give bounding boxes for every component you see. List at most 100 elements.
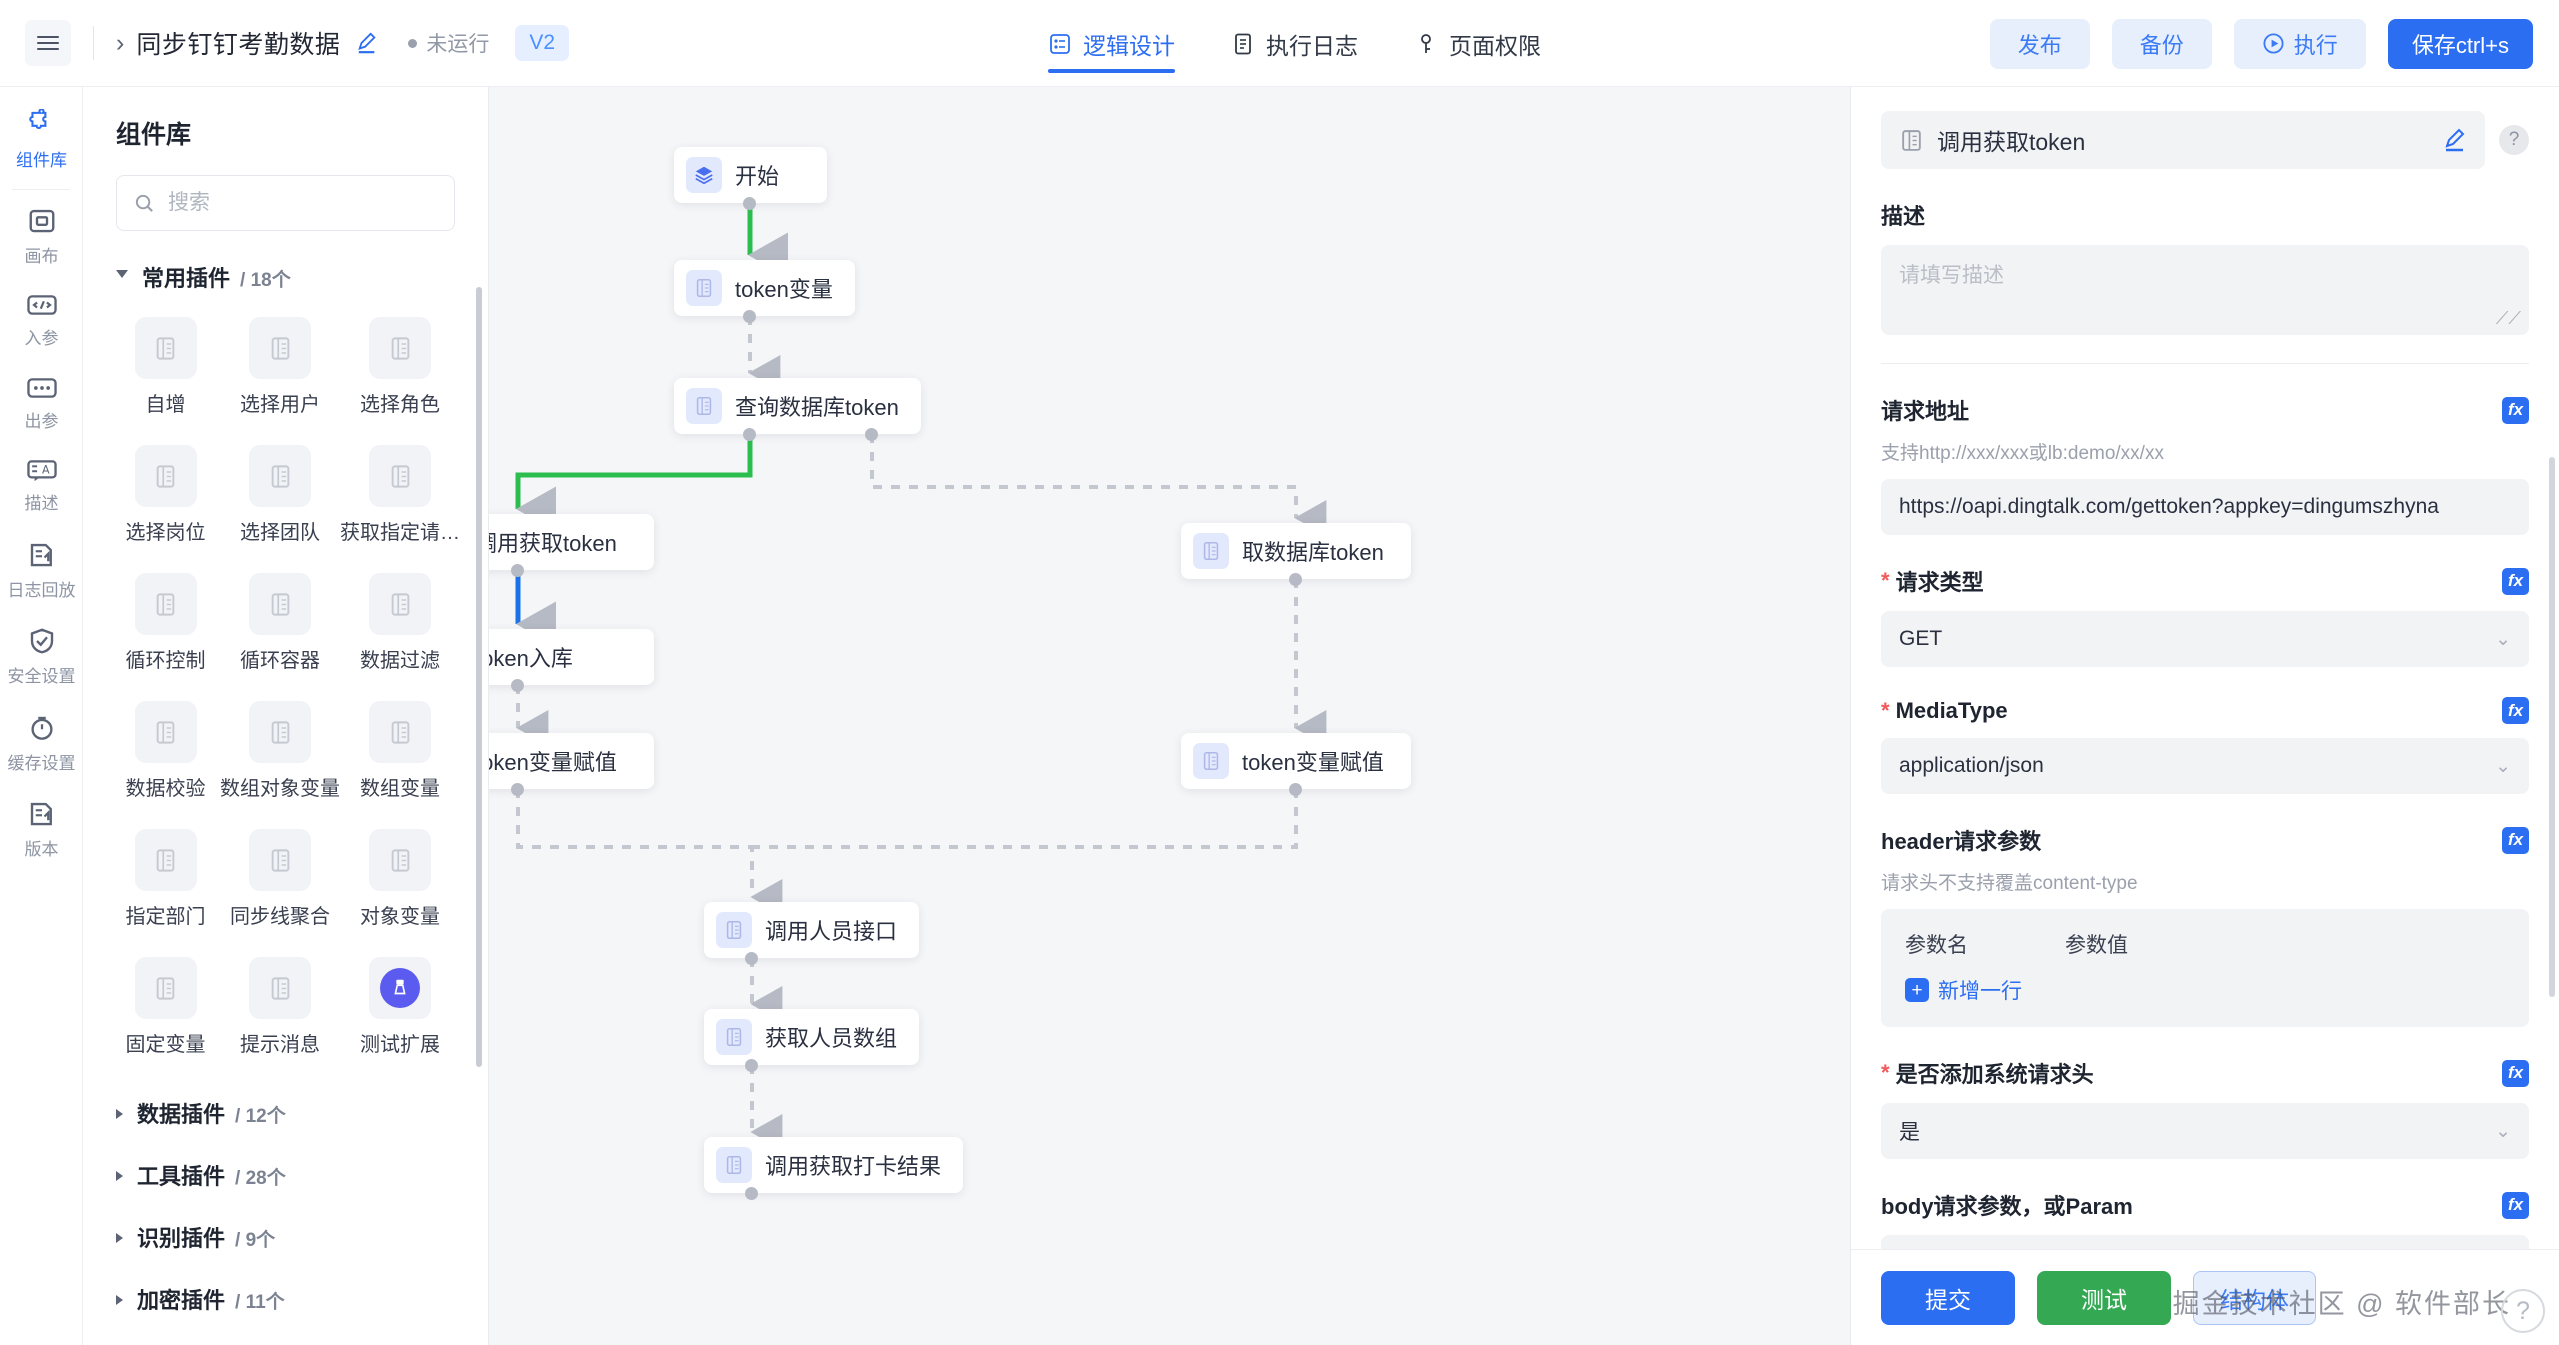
node-port[interactable]	[745, 1187, 758, 1200]
flow-node-callapi[interactable]: 调用人员接口	[704, 902, 920, 958]
flow-node-callget[interactable]: 调用获取token	[489, 514, 654, 570]
plugin-item[interactable]: 数据校验	[111, 691, 220, 811]
flow-node-getdb[interactable]: 取数据库token	[1181, 523, 1411, 579]
question-mark-icon[interactable]: ?	[2501, 1289, 2545, 1333]
sidebar-item-security-settings[interactable]: 安全设置	[0, 612, 83, 699]
structure-button[interactable]: 结构体	[2193, 1270, 2316, 1325]
fx-icon[interactable]: fx	[2502, 396, 2529, 424]
node-port[interactable]	[1289, 573, 1302, 586]
category-row[interactable]: 识别插件/ 9个	[116, 1221, 488, 1253]
plugin-item[interactable]: 选择用户	[220, 307, 340, 427]
category-row[interactable]: 数据插件/ 12个	[116, 1097, 488, 1129]
submit-button[interactable]: 提交	[1881, 1270, 2015, 1325]
pencil-icon[interactable]	[2443, 128, 2467, 152]
resize-grip-icon[interactable]: ⟋⟋	[2495, 308, 2521, 328]
search-box[interactable]	[116, 175, 455, 231]
fx-icon[interactable]: fx	[2502, 697, 2529, 724]
plugin-item[interactable]: 选择角色	[340, 307, 460, 427]
plugin-item[interactable]: 数组对象变量	[220, 691, 340, 811]
publish-button[interactable]: 发布	[1989, 18, 2090, 69]
panel-body: 描述 请填写描述 ⟋⟋ 请求地址 fx 支持http://xxx/xxx或lb:…	[1851, 199, 2559, 1345]
search-input[interactable]	[168, 191, 438, 215]
save-button[interactable]: 保存ctrl+s	[2387, 18, 2533, 69]
plugin-item[interactable]: 数组变量	[340, 691, 460, 811]
flow-node-getarr[interactable]: 获取人员数组	[704, 1009, 920, 1065]
version-badge[interactable]: V2	[515, 25, 570, 61]
question-mark-icon[interactable]: ?	[2499, 125, 2529, 155]
flow-node-assignL[interactable]: token变量赋值	[489, 733, 654, 789]
fx-icon[interactable]: fx	[2502, 567, 2529, 595]
run-button[interactable]: 执行	[2233, 18, 2366, 69]
url-input[interactable]: https://oapi.dingtalk.com/gettoken?appke…	[1881, 479, 2529, 535]
tab-execution-log[interactable]: 执行日志	[1231, 0, 1358, 87]
plugin-item[interactable]: 数据过滤	[340, 563, 460, 683]
sidebar-item-version[interactable]: 版本	[0, 785, 83, 872]
method-value: GET	[1899, 627, 1943, 650]
sidebar-item-cache-settings[interactable]: 缓存设置	[0, 699, 83, 786]
category-count: / 11个	[235, 1292, 285, 1313]
category-row[interactable]: 工具插件/ 28个	[116, 1159, 488, 1191]
flow-node-tokenin[interactable]: token入库	[489, 629, 654, 685]
plugin-item[interactable]: 提示消息	[220, 947, 340, 1067]
plugin-item[interactable]: 选择岗位	[111, 435, 220, 555]
library-scrollbar[interactable]	[476, 287, 482, 1067]
svg-text:A: A	[42, 464, 50, 477]
plugin-item[interactable]: 选择团队	[220, 435, 340, 555]
plugin-item[interactable]: 对象变量	[340, 819, 460, 939]
node-port[interactable]	[743, 310, 756, 323]
node-port[interactable]	[745, 952, 758, 965]
plugin-node-icon	[716, 1147, 752, 1183]
plugin-item[interactable]: 同步线聚合	[220, 819, 340, 939]
sidebar-item-log-replay[interactable]: 日志回放	[0, 526, 83, 613]
category-common-plugins[interactable]: 常用插件 / 18个	[116, 261, 488, 293]
plugin-item[interactable]: 自增	[111, 307, 220, 427]
description-textarea[interactable]: 请填写描述 ⟋⟋	[1881, 245, 2529, 335]
plugin-tile-icon	[249, 317, 311, 379]
sidebar-item-output-params[interactable]: 出参	[0, 361, 83, 444]
plugin-tile-icon	[369, 317, 431, 379]
add-header-row-button[interactable]: + 新增一行	[1905, 975, 2505, 1005]
plugin-item[interactable]: 固定变量	[111, 947, 220, 1067]
sidebar-item-canvas[interactable]: 画布	[0, 192, 83, 279]
node-port[interactable]	[865, 428, 878, 441]
node-port[interactable]	[511, 564, 524, 577]
system-header-select[interactable]: 是 ⌄	[1881, 1103, 2529, 1159]
flow-node-assignR[interactable]: token变量赋值	[1181, 733, 1411, 789]
node-name-field[interactable]: 调用获取token	[1881, 111, 2485, 169]
panel-scrollbar[interactable]	[2549, 457, 2555, 997]
flow-node-getclock[interactable]: 调用获取打卡结果	[704, 1137, 964, 1193]
fx-icon[interactable]: fx	[2502, 826, 2529, 854]
plugin-item[interactable]: 指定部门	[111, 819, 220, 939]
hamburger-menu-icon[interactable]	[25, 20, 71, 66]
fx-icon[interactable]: fx	[2502, 1191, 2529, 1219]
pencil-icon[interactable]	[356, 32, 378, 54]
category-row[interactable]: 加密插件/ 11个	[116, 1283, 488, 1315]
sidebar-item-component-library[interactable]: 组件库	[0, 95, 83, 183]
node-port[interactable]	[1289, 783, 1302, 796]
plugin-item[interactable]: 获取指定请…	[340, 435, 460, 555]
flow-node-querydb[interactable]: 查询数据库token	[674, 378, 921, 434]
sidebar-item-input-params[interactable]: 入参	[0, 278, 83, 361]
plugin-item[interactable]: 测试扩展	[340, 947, 460, 1067]
tab-page-permission[interactable]: 页面权限	[1414, 0, 1541, 87]
node-port[interactable]	[743, 428, 756, 441]
node-port[interactable]	[511, 783, 524, 796]
flow-node-tokenvar[interactable]: token变量	[674, 260, 855, 316]
backup-button[interactable]: 备份	[2111, 18, 2212, 69]
test-button[interactable]: 测试	[2037, 1270, 2171, 1325]
fx-icon[interactable]: fx	[2502, 1059, 2529, 1087]
mediatype-select[interactable]: application/json ⌄	[1881, 738, 2529, 794]
method-select[interactable]: GET ⌄	[1881, 611, 2529, 667]
tab-logic-design[interactable]: 逻辑设计	[1048, 0, 1175, 87]
sidebar-item-description[interactable]: A 描述	[0, 443, 83, 526]
plugin-item[interactable]: 循环控制	[111, 563, 220, 683]
flow-node-start[interactable]: 开始	[674, 147, 827, 203]
node-port[interactable]	[743, 197, 756, 210]
plugin-label: 数据校验	[125, 778, 206, 800]
node-port[interactable]	[511, 679, 524, 692]
category-name: 识别插件	[137, 1226, 226, 1251]
top-actions: 发布 备份 执行 保存ctrl+s	[1989, 0, 2533, 87]
plugin-item[interactable]: 循环容器	[220, 563, 340, 683]
node-port[interactable]	[745, 1059, 758, 1072]
